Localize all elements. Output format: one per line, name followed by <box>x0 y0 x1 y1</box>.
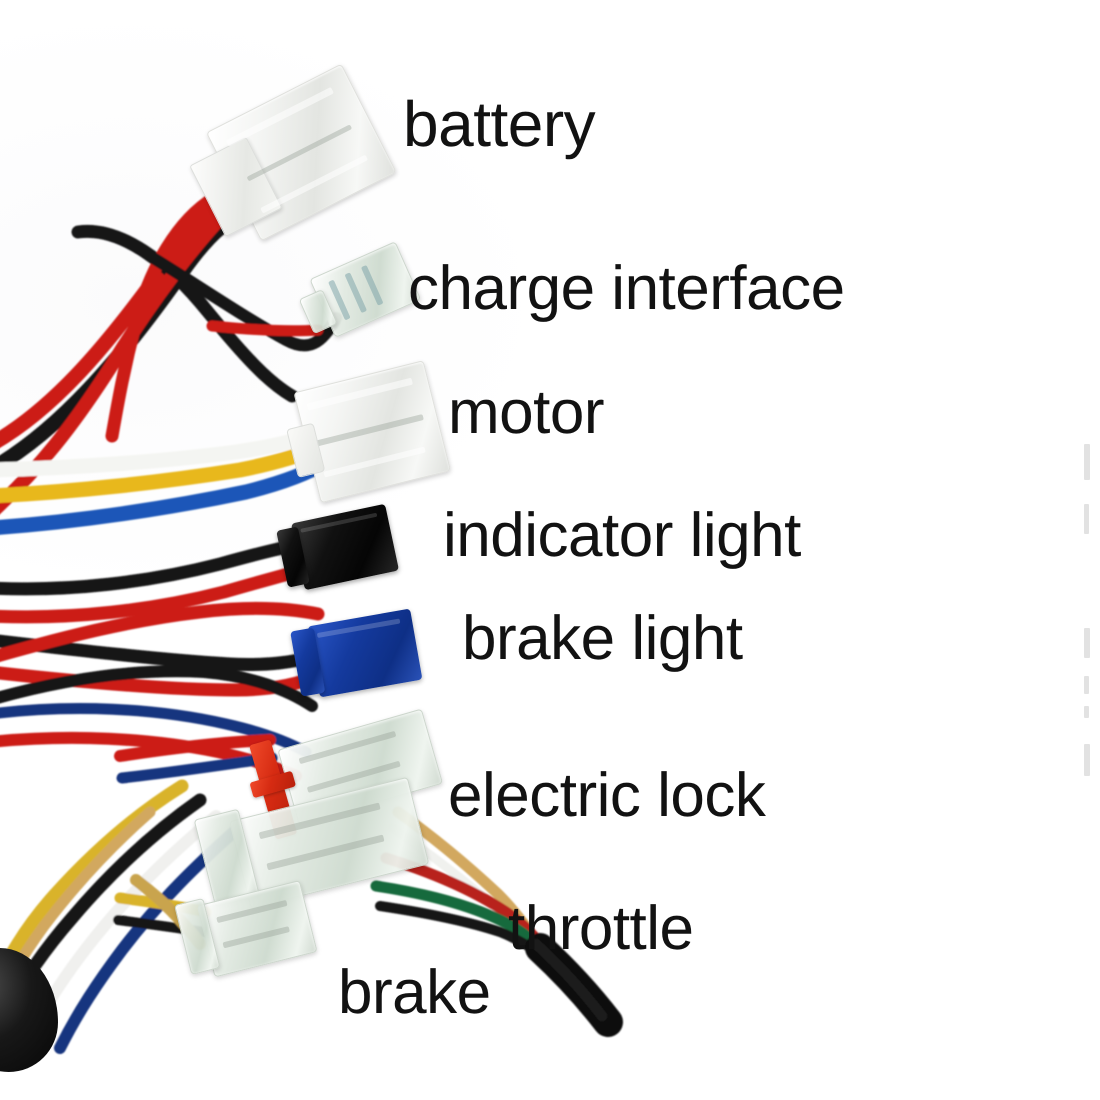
label-charge-interface: charge interface <box>408 254 845 323</box>
label-brake-light: brake light <box>462 604 743 673</box>
label-electric-lock: electric lock <box>448 761 766 830</box>
edge-mark-2 <box>1084 504 1089 534</box>
edge-mark-1 <box>1084 444 1090 480</box>
label-indicator-light: indicator light <box>443 501 801 570</box>
label-battery: battery <box>403 88 596 160</box>
label-brake: brake <box>338 958 491 1027</box>
edge-mark-5 <box>1084 706 1089 718</box>
edge-mark-3 <box>1084 628 1090 658</box>
edge-mark-6 <box>1084 744 1090 776</box>
edge-mark-4 <box>1084 676 1089 694</box>
label-motor: motor <box>448 378 604 447</box>
label-throttle: throttle <box>508 894 694 963</box>
